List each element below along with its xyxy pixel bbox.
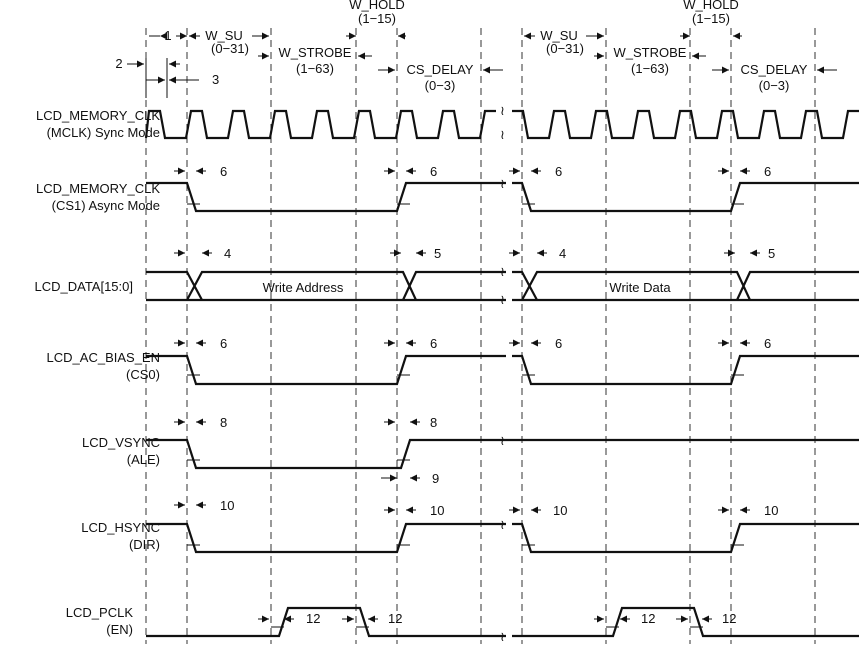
phase-w-strobe-range-2: (1−63): [631, 61, 669, 76]
cs1-waveform: ≀: [146, 176, 859, 213]
phase-w-su-1: W_SU: [205, 28, 243, 43]
phase-cs-delay-2: CS_DELAY: [741, 62, 808, 77]
bus-value-write-data: Write Data: [609, 280, 671, 295]
param-2: 2: [115, 56, 122, 71]
parameter-annotations: 6 6 6 6 4 5 4 5 6 6 6 6 8: [174, 164, 778, 626]
signal-labels: LCD_MEMORY_CLK (MCLK) Sync Mode LCD_MEMO…: [34, 108, 160, 637]
break-mark: ≀: [500, 103, 505, 118]
param-10: 10: [430, 503, 444, 518]
phase-w-hold-range-1: (1−15): [358, 11, 396, 26]
param-6: 6: [555, 336, 562, 351]
phase-w-hold-1: W_HOLD: [349, 0, 405, 12]
param-12: 12: [388, 611, 402, 626]
data-bus-waveform: ≀ ≀ Write Address Write Data: [146, 264, 859, 307]
phase-w-strobe-1: W_STROBE: [279, 45, 352, 60]
phase-cs-delay-range-1: (0−3): [425, 78, 456, 93]
phase-annotations: 1 W_SU (0−31) W_STROBE (1−63) W_HOLD (1−…: [115, 0, 837, 98]
signal-ale-name: LCD_VSYNC: [82, 435, 160, 450]
phase-w-strobe-2: W_STROBE: [614, 45, 687, 60]
signal-cs1-name: LCD_MEMORY_CLK: [36, 181, 160, 196]
signal-ale-sub: (ALE): [127, 452, 160, 467]
signal-cs0-name: LCD_AC_BIAS_EN: [47, 350, 160, 365]
param-6: 6: [555, 164, 562, 179]
param-8: 8: [430, 415, 437, 430]
param-6: 6: [764, 164, 771, 179]
param-6: 6: [430, 336, 437, 351]
dir-waveform: ≀: [146, 517, 859, 554]
phase-w-hold-2: W_HOLD: [683, 0, 739, 12]
param-10: 10: [764, 503, 778, 518]
param-5: 5: [434, 246, 441, 261]
phase-w-su-range-2: (0−31): [546, 41, 584, 56]
param-5: 5: [768, 246, 775, 261]
param-6: 6: [220, 164, 227, 179]
param-3: 3: [212, 72, 219, 87]
param-9: 9: [432, 471, 439, 486]
phase-w-strobe-range-1: (1−63): [296, 61, 334, 76]
phase-w-hold-range-2: (1−15): [692, 11, 730, 26]
param-12: 12: [306, 611, 320, 626]
signal-mclk-name: LCD_MEMORY_CLK: [36, 108, 160, 123]
param-10: 10: [553, 503, 567, 518]
signal-dir-name: LCD_HSYNC: [81, 520, 160, 535]
break-mark: ≀: [500, 176, 505, 191]
param-4: 4: [559, 246, 566, 261]
cs0-waveform: [146, 354, 859, 386]
break-mark: ≀: [500, 127, 505, 142]
phase-cs-delay-range-2: (0−3): [759, 78, 790, 93]
phase-w-su-range-1: (0−31): [211, 41, 249, 56]
ale-waveform: ≀: [146, 433, 859, 470]
param-8: 8: [220, 415, 227, 430]
signal-data-name: LCD_DATA[15:0]: [34, 279, 133, 294]
break-mark: ≀: [500, 517, 505, 532]
phase-cs-delay-1: CS_DELAY: [407, 62, 474, 77]
param-12: 12: [641, 611, 655, 626]
break-mark: ≀: [500, 629, 505, 644]
param-6: 6: [220, 336, 227, 351]
signal-mclk-sub: (MCLK) Sync Mode: [47, 125, 160, 140]
break-mark: ≀: [500, 433, 505, 448]
param-6: 6: [430, 164, 437, 179]
param-10: 10: [220, 498, 234, 513]
break-mark: ≀: [500, 292, 505, 307]
signal-en-sub: (EN): [106, 622, 133, 637]
bus-value-write-address: Write Address: [263, 280, 344, 295]
param-6: 6: [764, 336, 771, 351]
signal-cs1-sub: (CS1) Async Mode: [52, 198, 160, 213]
param-12: 12: [722, 611, 736, 626]
signal-en-name: LCD_PCLK: [66, 605, 134, 620]
break-mark: ≀: [500, 264, 505, 279]
param-4: 4: [224, 246, 231, 261]
mclk-waveform: ≀ ≀: [144, 103, 859, 142]
phase-w-su-2: W_SU: [540, 28, 578, 43]
en-waveform: ≀: [146, 606, 859, 644]
signal-cs0-sub: (CS0): [126, 367, 160, 382]
signal-dir-sub: (DIR): [129, 537, 160, 552]
param-1: 1: [164, 28, 171, 43]
